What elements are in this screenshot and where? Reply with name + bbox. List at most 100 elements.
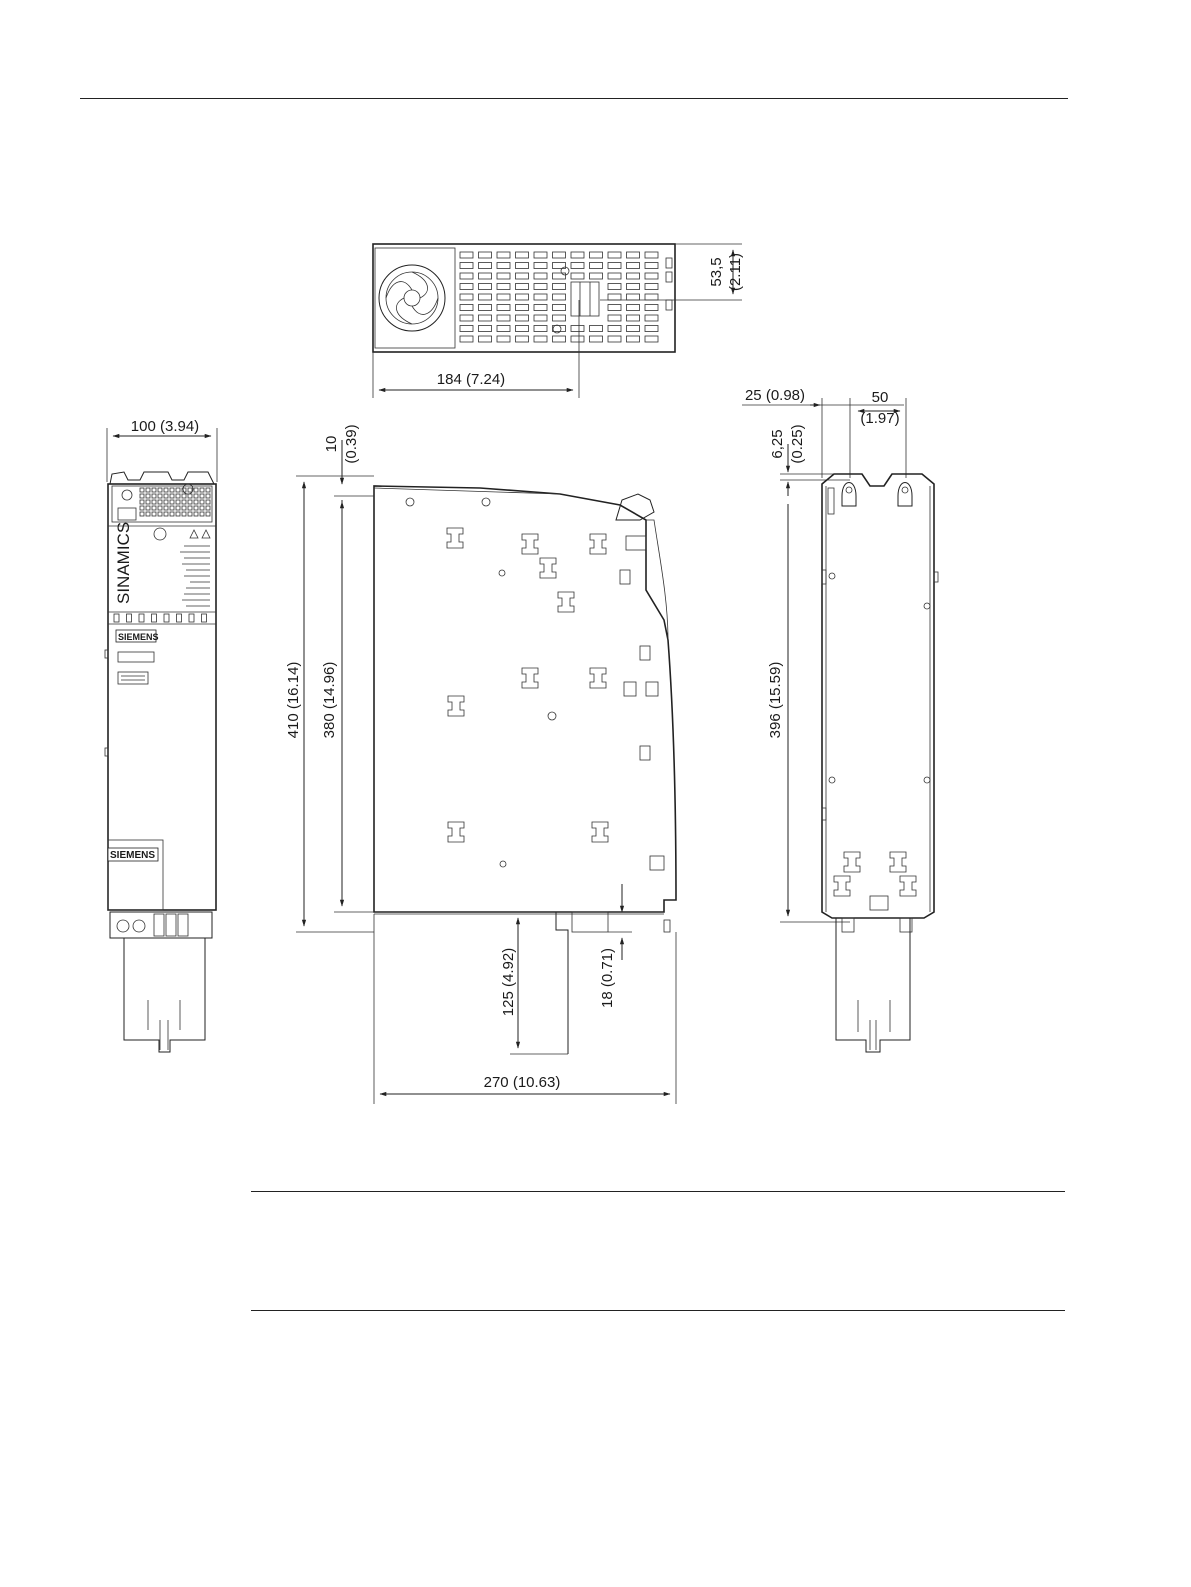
- vent-slot: [194, 494, 198, 498]
- vent-slot: [645, 263, 658, 269]
- dim-side-offset-in: (0.39): [343, 424, 360, 463]
- led-slot: [139, 614, 144, 622]
- vent-slot: [152, 506, 156, 510]
- vent-slot: [645, 284, 658, 290]
- mounting-hook: [558, 592, 574, 612]
- vent-slot: [534, 315, 547, 321]
- dim-front-width: 100 (3.94): [131, 418, 199, 435]
- vent-slot: [152, 500, 156, 504]
- vent-slot: [182, 506, 186, 510]
- vent-slot: [206, 506, 210, 510]
- vent-slot: [571, 326, 584, 332]
- vent-slot: [170, 506, 174, 510]
- vent-slot: [645, 294, 658, 300]
- vent-slot: [152, 488, 156, 492]
- vent-slot: [146, 512, 150, 516]
- vent-slot: [608, 315, 621, 321]
- vent-slot: [516, 305, 529, 311]
- vent-slot: [571, 263, 584, 269]
- vent-slot: [164, 500, 168, 504]
- vent-slot: [164, 488, 168, 492]
- dim-top-height: 53,5: [708, 257, 725, 286]
- mounting-hook: [448, 822, 464, 842]
- vent-slot: [460, 252, 473, 258]
- vent-slot: [188, 488, 192, 492]
- vent-slot: [479, 336, 492, 342]
- vent-slot: [516, 326, 529, 332]
- rear-hook: [834, 876, 850, 896]
- vent-slot: [460, 284, 473, 290]
- vent-slot: [627, 294, 640, 300]
- front-grill: [140, 488, 210, 516]
- rear-hook: [900, 876, 916, 896]
- brand-bottom: SIEMENS: [110, 850, 155, 861]
- brand-top: SIEMENS: [118, 632, 159, 642]
- led-slot: [127, 614, 132, 622]
- vent-slot: [516, 263, 529, 269]
- vent-slot: [170, 500, 174, 504]
- led-slot: [114, 614, 119, 622]
- dim-top-depth: 184 (7.24): [437, 371, 505, 388]
- vent-slot: [206, 512, 210, 516]
- vent-slot: [140, 506, 144, 510]
- vent-slot: [590, 326, 603, 332]
- vent-slot: [553, 252, 566, 258]
- vent-slot: [460, 305, 473, 311]
- vent-slot: [608, 284, 621, 290]
- vent-slot: [206, 500, 210, 504]
- vent-slot: [460, 294, 473, 300]
- vent-slot: [206, 494, 210, 498]
- vent-slot: [627, 263, 640, 269]
- vent-slot: [553, 336, 566, 342]
- vent-slot: [170, 512, 174, 516]
- vent-slot: [140, 500, 144, 504]
- vent-slot: [516, 294, 529, 300]
- dim-side-depth: 270 (10.63): [484, 1074, 561, 1091]
- vent-slot: [194, 488, 198, 492]
- fan-icon: [379, 265, 445, 331]
- vent-slot: [516, 336, 529, 342]
- mounting-hook: [590, 668, 606, 688]
- vent-slot: [460, 315, 473, 321]
- vent-slot: [479, 263, 492, 269]
- vent-slot: [194, 506, 198, 510]
- dim-top-height-in: (2.11): [727, 253, 744, 291]
- dim-rear-small: 6,25: [769, 429, 786, 458]
- mounting-hook: [590, 534, 606, 554]
- vent-slot: [534, 326, 547, 332]
- vent-slot: [627, 336, 640, 342]
- vent-slot: [146, 506, 150, 510]
- vent-slot: [590, 273, 603, 279]
- vent-slot: [553, 284, 566, 290]
- dim-rear-spacing-in: (1.97): [860, 410, 899, 427]
- vent-slot: [200, 488, 204, 492]
- vent-slot: [158, 512, 162, 516]
- vent-slot: [170, 494, 174, 498]
- vent-slot: [497, 252, 510, 258]
- led-slot: [152, 614, 157, 622]
- front-view: 100 (3.94) SINAMICS: [105, 418, 217, 1052]
- vent-slot: [200, 494, 204, 498]
- vent-slot: [627, 252, 640, 258]
- rear-view: 25 (0.98) 50 (1.97) 6,25 (0.25) 396 (15.…: [742, 387, 938, 1052]
- vent-slot: [158, 488, 162, 492]
- vent-slot: [182, 500, 186, 504]
- rear-hook: [844, 852, 860, 872]
- vent-slot: [627, 326, 640, 332]
- vent-slot: [627, 305, 640, 311]
- vent-slot: [534, 336, 547, 342]
- vent-slot: [479, 326, 492, 332]
- dim-side-shield-length: 125 (4.92): [500, 948, 517, 1016]
- vent-slot: [479, 315, 492, 321]
- led-slot: [164, 614, 169, 622]
- vent-slot: [645, 273, 658, 279]
- vent-slot: [140, 488, 144, 492]
- vent-slot: [460, 326, 473, 332]
- vent-slot: [516, 315, 529, 321]
- vent-slot: [182, 494, 186, 498]
- vent-slot: [553, 294, 566, 300]
- vent-slot: [479, 305, 492, 311]
- vent-slot: [158, 500, 162, 504]
- vent-slot: [188, 494, 192, 498]
- dim-side-bottom-offset: 18 (0.71): [599, 948, 616, 1008]
